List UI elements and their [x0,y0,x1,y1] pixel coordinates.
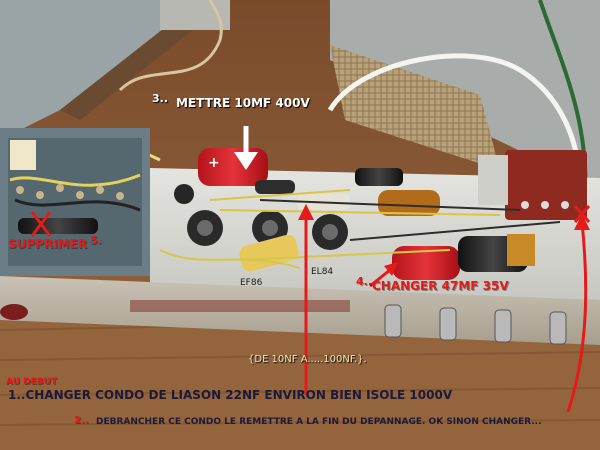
capacitor-to-remove [18,218,98,234]
white-cable [327,53,583,191]
arrow-47mf [369,268,391,288]
tube-label-ef86: EF86 [240,278,263,288]
range-note: {DE 10NF A.....100NF.}. [248,354,367,365]
tube-label-el84: EL84 [311,267,334,277]
grey-panel-left [0,0,200,140]
tube-socket-ef86 [187,210,223,246]
step4-number: 4.. [356,275,373,288]
step2-number: 2.. [74,415,89,426]
cross-mark-right [573,205,591,223]
au-debut-label: AU DEBUT [6,377,58,387]
cathode-capacitor-47mf [392,246,460,280]
svg-text:+: + [208,155,220,171]
step1-text: 1..CHANGER CONDO DE LIASON 22NF ENVIRON … [8,388,453,402]
step4-text: CHANGER 47MF 35V [372,279,509,293]
tube-socket-el84 [312,214,348,250]
supprimer-label: SUPPRIMER [8,237,88,251]
cross-mark-left [30,211,52,237]
step5-number: 5. [90,234,102,247]
step3-text: METTRE 10MF 400V [176,96,310,110]
step3-number: 3.. [152,92,169,105]
step2-text: DEBRANCHER CE CONDO LE REMETTRE A LA FIN… [96,417,542,427]
front-knobs [384,304,567,345]
arrow-right-cap [566,221,588,413]
